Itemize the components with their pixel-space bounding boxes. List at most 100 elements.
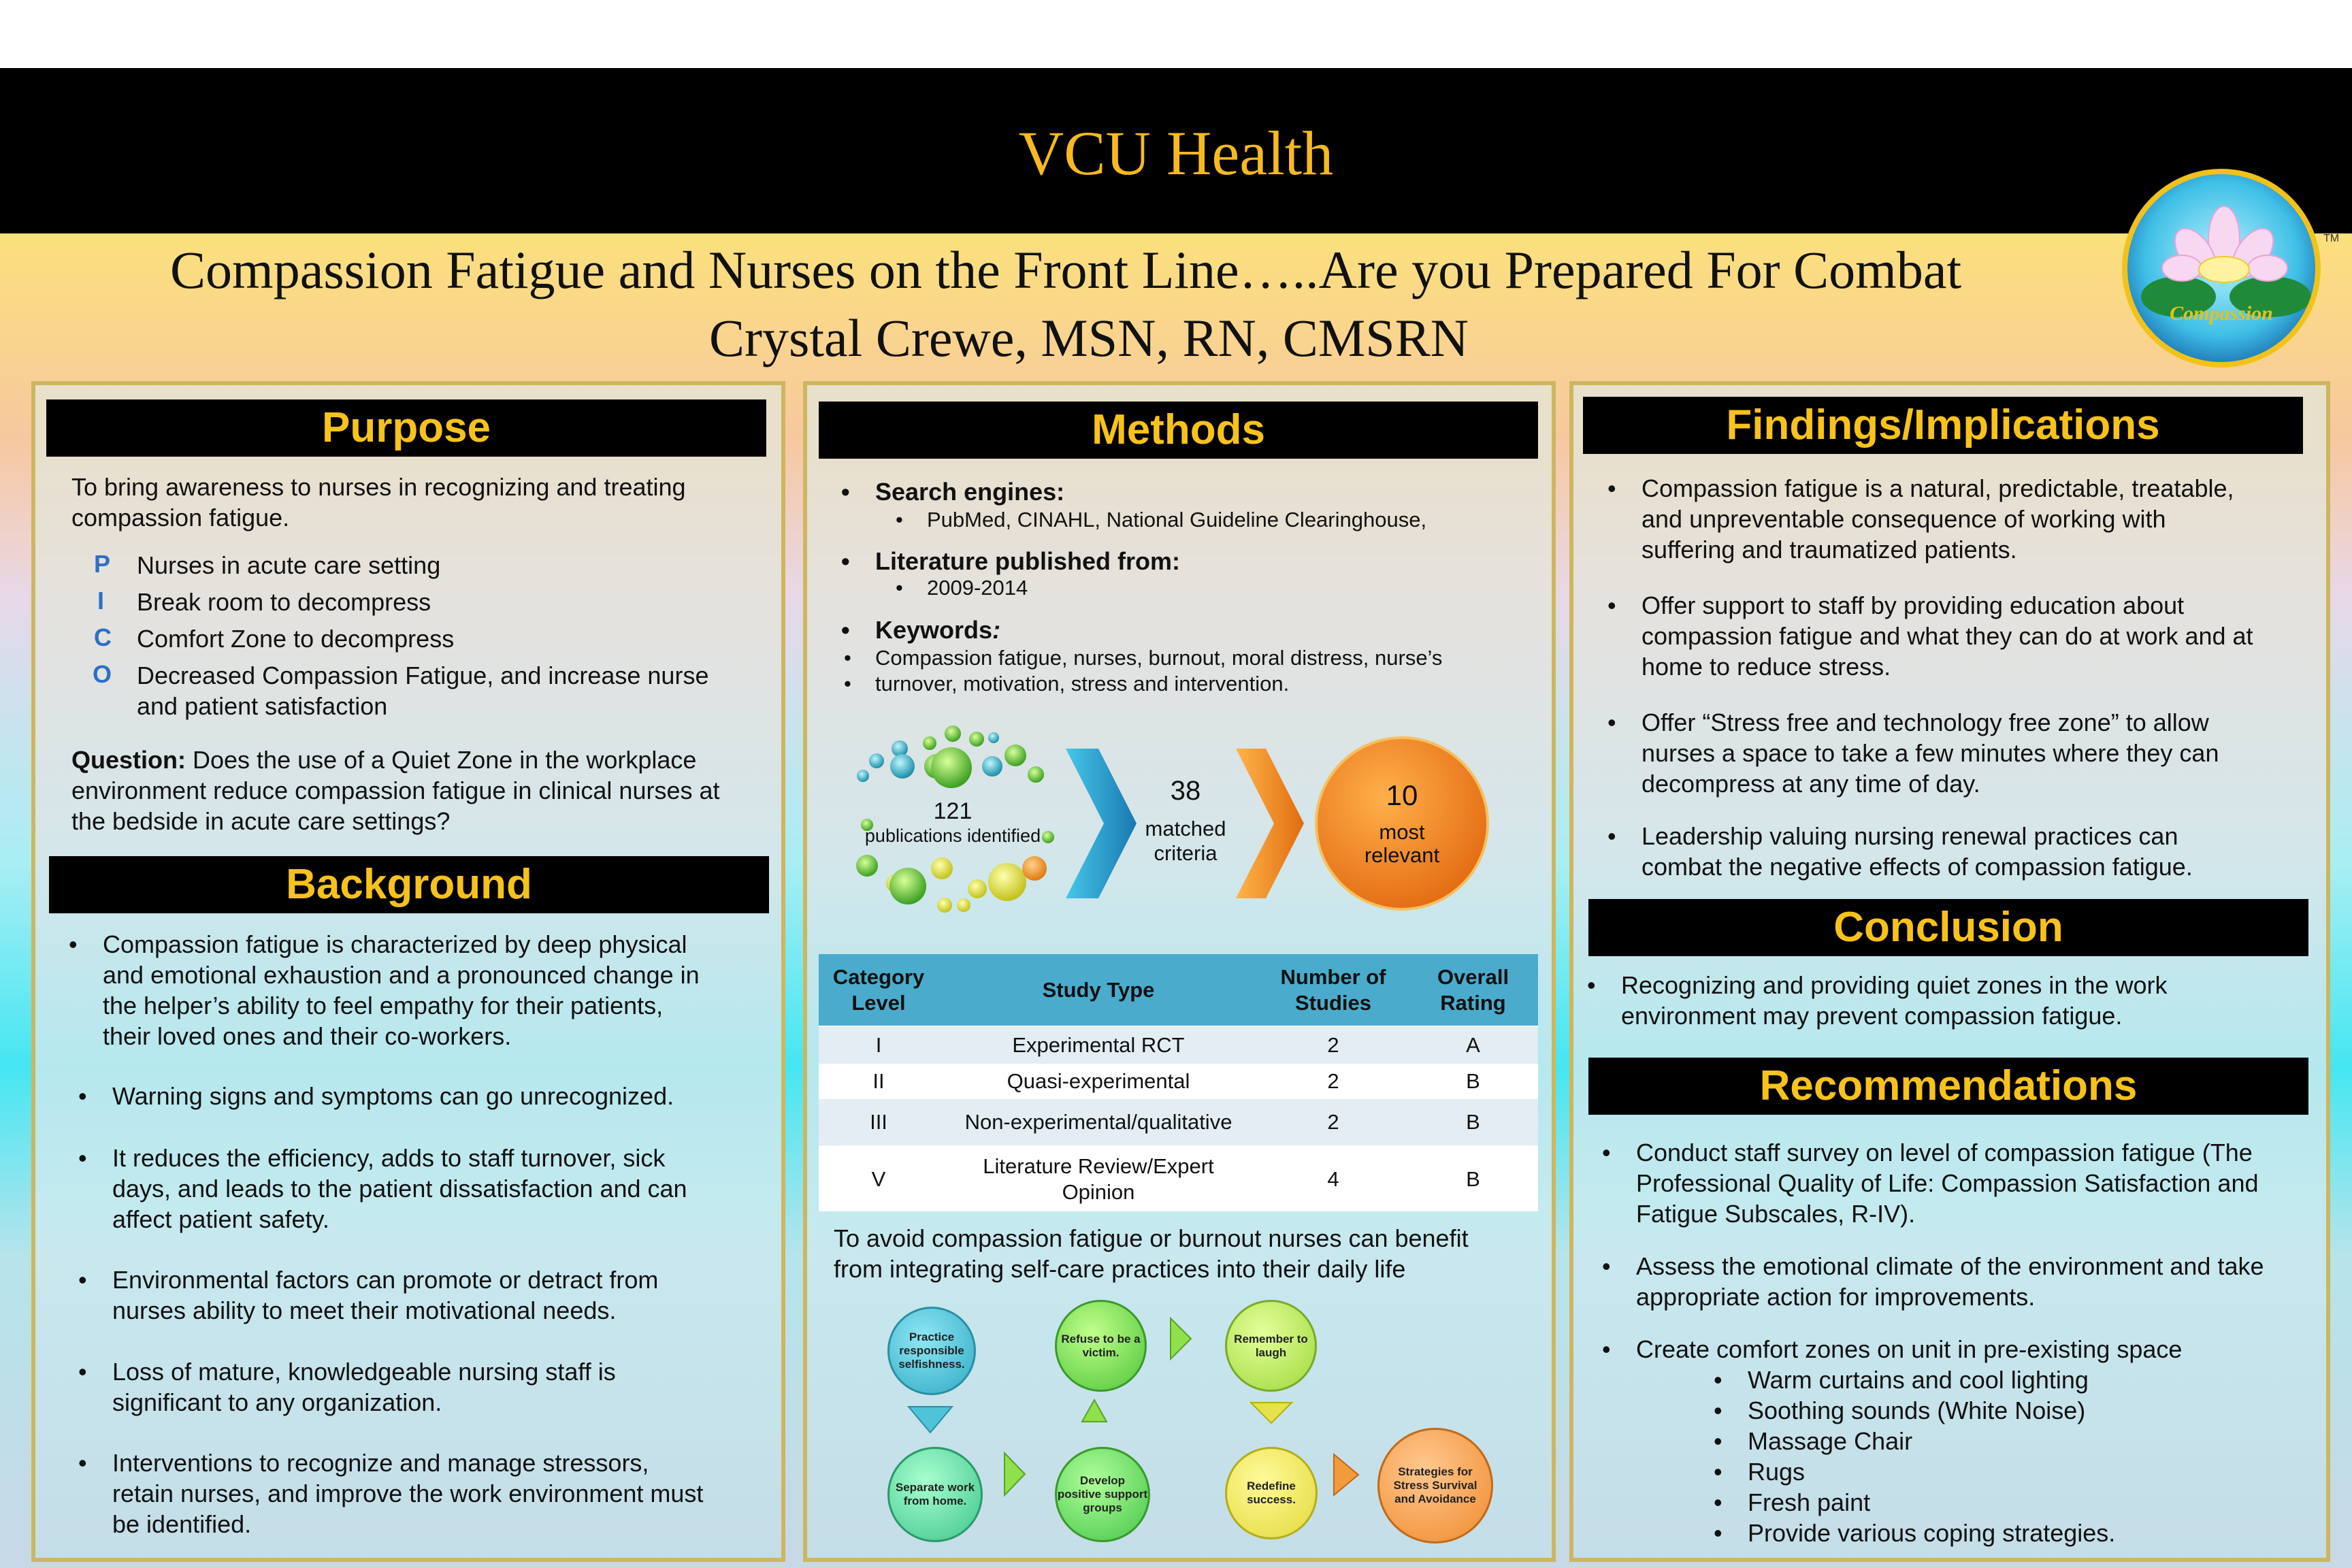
background-item: Warning signs and symptoms can go unreco… — [78, 1081, 786, 1111]
background-item-line: and emotional exhaustion and a pronounce… — [103, 961, 700, 989]
relevant-count: 10 — [1386, 779, 1418, 811]
relevant-label-line-1: most — [1379, 820, 1425, 844]
table-header: Study Type — [938, 954, 1258, 1026]
most-relevant-circle — [1315, 736, 1489, 911]
literature-published-value: 2009-2014 — [896, 575, 1526, 601]
table-row: III Non-experimental/qualitative 2 B — [819, 1098, 1538, 1146]
background-item-line: nurses ability to meet their motivationa… — [112, 1296, 617, 1324]
findings-item-line: nurses a space to take a few minutes whe… — [1642, 739, 2219, 767]
search-engines-label: Search engines: — [841, 476, 1529, 507]
remember-laugh-node: Remember to laugh — [1225, 1300, 1317, 1392]
recommendation-item-line: appropriate action for improvements. — [1636, 1283, 2036, 1311]
background-item: It reduces the efficiency, adds to staff… — [78, 1143, 786, 1173]
table-row: I Experimental RCT 2 A — [819, 1026, 1538, 1064]
recommendation-item-line: Professional Quality of Life: Compassion… — [1636, 1169, 2259, 1197]
arrow-down-icon — [906, 1406, 954, 1434]
recommendation-subitem: Soothing sounds (White Noise) — [1714, 1395, 2306, 1426]
research-question-line-2: environment reduce compassion fatigue in… — [71, 777, 720, 804]
background-item-line: affect patient safety. — [112, 1205, 329, 1233]
research-question-line-1: Question: Does the use of a Quiet Zone i… — [71, 745, 786, 775]
pico-text: Decreased Compassion Fatigue, and increa… — [137, 662, 709, 689]
background-item-line: the helper’s ability to feel empathy for… — [103, 992, 664, 1019]
keywords-colon: : — [992, 616, 1001, 644]
conclusion-item: Recognizing and providing quiet zones in… — [1587, 970, 2315, 1000]
compassion-logo: Compassion — [2122, 169, 2321, 368]
pico-text: Nurses in acute care setting — [137, 551, 441, 579]
background-item: Loss of mature, knowledgeable nursing st… — [78, 1356, 786, 1387]
identified-label: publications identified — [864, 826, 1041, 846]
search-engines-value: PubMed, CINAHL, National Guideline Clear… — [896, 507, 1526, 533]
purpose-heading: Purpose — [46, 399, 766, 457]
matched-label-line-2: criteria — [1154, 841, 1218, 865]
table-cell: B — [1408, 1098, 1538, 1146]
table-cell: 2 — [1258, 1026, 1408, 1064]
trademark-mark: TM — [2323, 233, 2340, 244]
literature-published-label: Literature published from: — [841, 546, 1529, 576]
arrow-up-icon — [1081, 1398, 1108, 1422]
findings-item: Compassion fatigue is a natural, predict… — [1607, 473, 2315, 504]
recommendation-subitem: Warm curtains and cool lighting — [1714, 1365, 2306, 1395]
redefine-success-node: Redefine success. — [1225, 1447, 1318, 1539]
background-item: Interventions to recognize and manage st… — [78, 1448, 786, 1478]
arrow-down-icon — [1249, 1402, 1294, 1424]
table-cell: III — [819, 1098, 938, 1146]
findings-item-line: decompress at any time of day. — [1642, 770, 1980, 798]
background-item-line: their loved ones and their co-workers. — [103, 1022, 512, 1050]
pico-letter: O — [93, 660, 112, 688]
poster-title: Compassion Fatigue and Nurses on the Fro… — [170, 240, 1962, 299]
pico-letter: P — [94, 550, 111, 578]
separate-work-home-node: Separate work from home. — [887, 1447, 983, 1542]
purpose-intro-line-1: To bring awareness to nurses in recogniz… — [71, 473, 686, 501]
table-cell: I — [819, 1026, 938, 1064]
findings-item: Offer support to staff by providing educ… — [1607, 590, 2315, 621]
keywords-label: Keywords: — [841, 615, 1529, 645]
findings-item-line: home to reduce stress. — [1642, 653, 1891, 681]
table-cell: 2 — [1258, 1064, 1408, 1098]
pico-text: Break room to decompress — [137, 588, 431, 616]
findings-item-line: compassion fatigue and what they can do … — [1642, 622, 2253, 650]
top-margin — [0, 0, 2352, 68]
methods-heading: Methods — [819, 402, 1538, 459]
selfcare-flow-arrows — [906, 1316, 1360, 1497]
background-item-line: days, and leads to the patient dissatisf… — [112, 1175, 687, 1203]
table-cell: Non-experimental/qualitative — [938, 1098, 1258, 1146]
matched-count: 38 — [1170, 776, 1201, 806]
recommendation-subitem: Rugs — [1714, 1456, 2306, 1487]
recommendations-heading: Recommendations — [1588, 1058, 2308, 1115]
selfcare-intro-line-2: from integrating self-care practices int… — [834, 1255, 1406, 1283]
arrow-chevron-2 — [1236, 749, 1304, 898]
conclusion-item-line: environment may prevent compassion fatig… — [1621, 1002, 2123, 1030]
table-header: Category Level — [819, 954, 938, 1026]
table-cell: Literature Review/Expert Opinion — [938, 1145, 1258, 1211]
logo-text: Compassion — [2170, 302, 2273, 325]
publication-dots-cluster — [856, 725, 1054, 913]
background-heading: Background — [49, 856, 769, 913]
practice-selfishness-node: Practice responsible selfishness. — [887, 1307, 976, 1395]
studies-table: Category Level Study Type Number of Stud… — [819, 954, 1538, 1211]
selfcare-intro-line-1: To avoid compassion fatigue or burnout n… — [834, 1224, 1469, 1252]
background-item: Environmental factors can promote or det… — [78, 1264, 786, 1295]
header-banner: VCU Health — [0, 68, 2352, 233]
findings-item-line: suffering and traumatized patients. — [1642, 536, 2017, 564]
arrow-right-icon — [1170, 1316, 1192, 1361]
relevant-label-line-2: relevant — [1364, 843, 1440, 867]
table-cell: Quasi-experimental — [938, 1064, 1258, 1098]
pico-letter: C — [94, 623, 112, 651]
findings-item: Offer “Stress free and technology free z… — [1607, 707, 2315, 738]
recommendation-item: Create comfort zones on unit in pre-exis… — [1602, 1334, 2317, 1365]
strategies-survival-node: Strategies for Stress Survival and Avoid… — [1377, 1428, 1493, 1544]
recommendation-item: Conduct staff survey on level of compass… — [1602, 1137, 2317, 1168]
background-item: Compassion fatigue is characterized by d… — [69, 929, 783, 960]
table-cell: A — [1408, 1026, 1538, 1064]
recommendation-subitem: Provide various coping strategies. — [1714, 1518, 2306, 1548]
table-header-row: Category Level Study Type Number of Stud… — [819, 954, 1538, 1026]
recommendation-subitem: Fresh paint — [1714, 1487, 2306, 1518]
findings-heading: Findings/Implications — [1583, 397, 2303, 454]
matched-label-line-1: matched — [1145, 817, 1226, 840]
keywords-label-text: Keywords — [875, 616, 993, 644]
table-row: V Literature Review/Expert Opinion 4 B — [819, 1145, 1538, 1211]
research-question-line-3: the bedside in acute care settings? — [71, 807, 451, 835]
refuse-victim-node: Refuse to be a victim. — [1055, 1300, 1147, 1392]
table-cell: B — [1408, 1064, 1538, 1098]
pico-text-continued: and patient satisfaction — [137, 692, 388, 720]
